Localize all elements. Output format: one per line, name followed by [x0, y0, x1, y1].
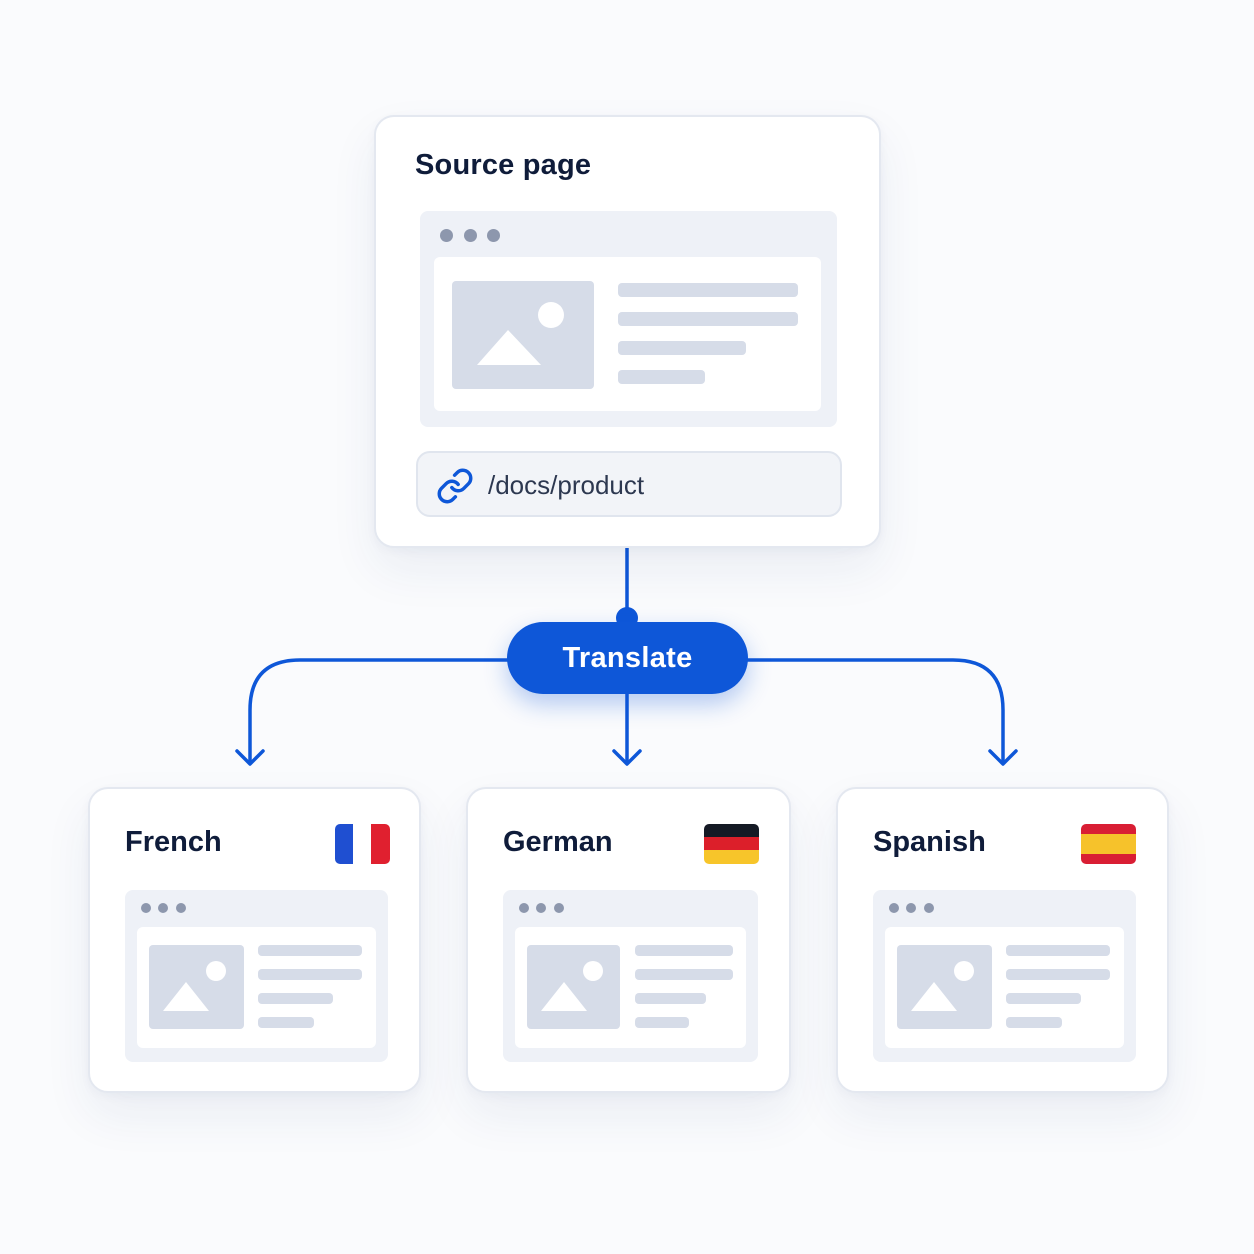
- text-line-placeholder: [635, 993, 706, 1004]
- text-line-placeholder: [635, 1017, 689, 1028]
- window-dot: [141, 903, 151, 913]
- text-line-placeholder: [258, 1017, 314, 1028]
- arrowhead-french: [235, 749, 265, 766]
- window-dot: [487, 229, 500, 242]
- text-line-placeholder: [258, 993, 333, 1004]
- preview-content: [137, 927, 376, 1048]
- text-line-placeholder: [635, 969, 733, 980]
- source-url-field[interactable]: /docs/product: [416, 451, 842, 517]
- text-line-placeholder: [635, 945, 733, 956]
- text-line-placeholder: [1006, 945, 1110, 956]
- source-url-text: /docs/product: [488, 470, 645, 500]
- target-language-label: French: [125, 826, 222, 858]
- text-line-placeholder: [1006, 993, 1081, 1004]
- source-page-card: Source page /docs/product: [374, 115, 881, 548]
- link-icon: [437, 468, 473, 504]
- source-page-preview: [420, 211, 837, 427]
- window-dot: [554, 903, 564, 913]
- text-line-placeholder: [618, 283, 798, 297]
- flag-spain-icon: [1081, 824, 1136, 864]
- target-page-preview: [873, 890, 1136, 1062]
- image-placeholder-icon: [452, 281, 594, 389]
- window-dot: [924, 903, 934, 913]
- translate-button[interactable]: Translate: [507, 622, 748, 694]
- image-placeholder-icon: [897, 945, 992, 1029]
- window-dot: [536, 903, 546, 913]
- text-line-placeholder: [258, 945, 362, 956]
- text-line-placeholder: [618, 341, 746, 355]
- window-dot: [889, 903, 899, 913]
- flag-france-icon: [335, 824, 390, 864]
- target-card-spanish: Spanish: [836, 787, 1169, 1093]
- source-page-title: Source page: [415, 149, 592, 181]
- text-line-placeholder: [618, 370, 705, 384]
- window-dot: [519, 903, 529, 913]
- target-language-label: Spanish: [873, 826, 986, 858]
- window-dot: [176, 903, 186, 913]
- window-dot: [464, 229, 477, 242]
- window-dot: [906, 903, 916, 913]
- target-card-german: German: [466, 787, 791, 1093]
- target-card-french: French: [88, 787, 421, 1093]
- image-placeholder-icon: [527, 945, 620, 1029]
- window-dot: [440, 229, 453, 242]
- preview-content: [515, 927, 746, 1048]
- connector-to-spanish: [746, 658, 1005, 764]
- target-language-label: German: [503, 826, 613, 858]
- preview-content: [885, 927, 1124, 1048]
- text-line-placeholder: [1006, 969, 1110, 980]
- text-line-placeholder: [258, 969, 362, 980]
- connector-to-french: [248, 658, 509, 764]
- flag-germany-icon: [704, 824, 759, 864]
- text-line-placeholder: [1006, 1017, 1062, 1028]
- target-page-preview: [125, 890, 388, 1062]
- image-placeholder-icon: [149, 945, 244, 1029]
- target-page-preview: [503, 890, 758, 1062]
- arrowhead-spanish: [988, 749, 1018, 766]
- preview-content: [434, 257, 821, 411]
- window-dot: [158, 903, 168, 913]
- arrowhead-german: [612, 749, 642, 766]
- text-line-placeholder: [618, 312, 798, 326]
